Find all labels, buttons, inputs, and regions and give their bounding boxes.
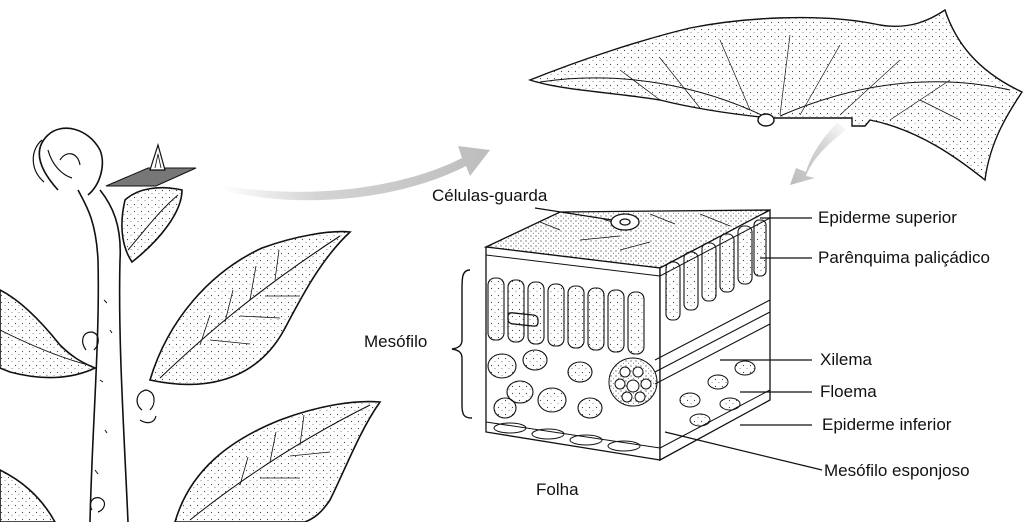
label-phloem: Floema [820,382,877,402]
label-guard-cells: Células-guarda [432,186,547,206]
label-spongy-mesophyll: Mesófilo esponjoso [824,461,970,481]
leaf-blade-section [530,10,1022,180]
label-palisade-parenchyma: Parênquima paliçádico [818,248,990,268]
label-xylem: Xilema [820,350,872,370]
label-leaf: Folha [536,480,579,500]
label-mesophyll: Mesófilo [364,332,427,352]
plant-illustration [0,128,380,522]
label-lower-epidermis: Epiderme inferior [822,415,951,435]
label-upper-epidermis: Epiderme superior [818,208,957,228]
leaf-cross-section [452,210,770,460]
